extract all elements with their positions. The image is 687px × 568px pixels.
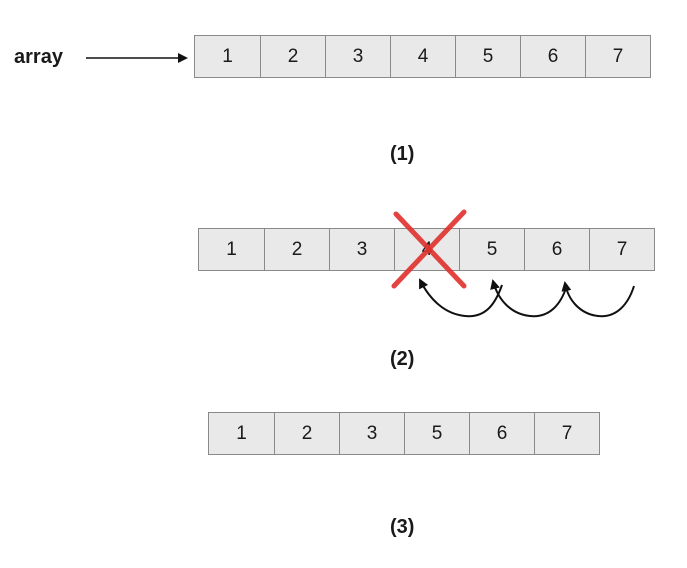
array-cell: 1	[209, 413, 274, 454]
array-row-deletion: 1 2 3 4 5 6 7	[198, 228, 655, 271]
array-cell: 1	[199, 229, 264, 270]
array-cell: 6	[520, 36, 585, 77]
array-cell: 4	[390, 36, 455, 77]
shift-arrow	[561, 281, 635, 318]
array-cell: 6	[524, 229, 589, 270]
array-cell: 2	[260, 36, 325, 77]
array-cell: 7	[534, 413, 599, 454]
array-cell: 3	[329, 229, 394, 270]
array-cell: 7	[589, 229, 654, 270]
array-cell: 5	[404, 413, 469, 454]
array-cell: 2	[264, 229, 329, 270]
array-row-original: 1 2 3 4 5 6 7	[194, 35, 651, 78]
array-cell: 3	[339, 413, 404, 454]
shift-arrow	[419, 278, 503, 318]
array-pointer-label: array	[14, 46, 63, 68]
array-cell: 2	[274, 413, 339, 454]
step-caption: (1)	[390, 143, 415, 165]
array-cell: 5	[459, 229, 524, 270]
shift-arrow	[490, 279, 568, 318]
array-cell: 7	[585, 36, 650, 77]
array-cell: 6	[469, 413, 534, 454]
array-cell: 1	[195, 36, 260, 77]
array-cell: 5	[455, 36, 520, 77]
array-row-result: 1 2 3 5 6 7	[208, 412, 600, 455]
step-caption: (2)	[390, 348, 415, 370]
array-cell-deleted: 4	[394, 229, 459, 270]
array-cell: 3	[325, 36, 390, 77]
step-caption: (3)	[390, 516, 415, 538]
